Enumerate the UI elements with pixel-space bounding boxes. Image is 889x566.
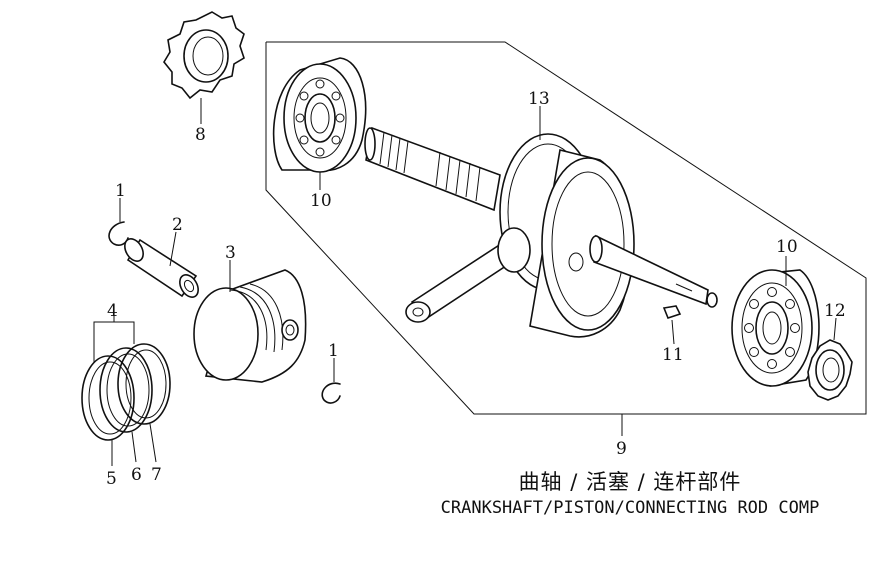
part-8-lock-washer: [163, 11, 245, 100]
callout-10-left: 10: [310, 191, 332, 211]
callout-1-lower: 1: [328, 341, 339, 361]
callout-5: 5: [106, 469, 117, 489]
part-5-top-ring: [81, 355, 135, 441]
callout-2: 2: [172, 215, 183, 235]
caption-english: CRANKSHAFT/PISTON/CONNECTING ROD COMP: [440, 498, 820, 518]
piston-rings: [81, 343, 171, 441]
caption-chinese: 曲轴 / 活塞 / 连杆部件: [518, 470, 742, 494]
part-10-bearing-right: [731, 269, 820, 387]
part-12-lock-washer: [807, 339, 853, 401]
callout-7: 7: [151, 465, 162, 485]
callout-3: 3: [225, 243, 236, 263]
part-6-second-ring: [99, 347, 153, 433]
callout-11: 11: [662, 345, 684, 365]
assembly-boundary: [265, 41, 867, 415]
callout-1-upper: 1: [115, 181, 126, 201]
callout-10-right: 10: [776, 237, 798, 257]
part-11-woodruff-key: [662, 305, 682, 319]
leader-lines: [93, 98, 837, 466]
part-13-crankshaft: [364, 126, 718, 338]
callout-8: 8: [195, 125, 206, 145]
part-2-piston-pin: [124, 238, 199, 298]
part-10-bearing-left: [272, 57, 367, 173]
part-1-circlip-lower: [321, 382, 341, 404]
callout-9: 9: [616, 439, 627, 459]
callout-13: 13: [528, 89, 550, 109]
part-3-piston: [193, 269, 307, 383]
part-7-oil-ring: [117, 343, 171, 425]
callout-4: 4: [107, 301, 118, 321]
callout-6: 6: [131, 465, 142, 485]
callout-12: 12: [824, 301, 846, 321]
